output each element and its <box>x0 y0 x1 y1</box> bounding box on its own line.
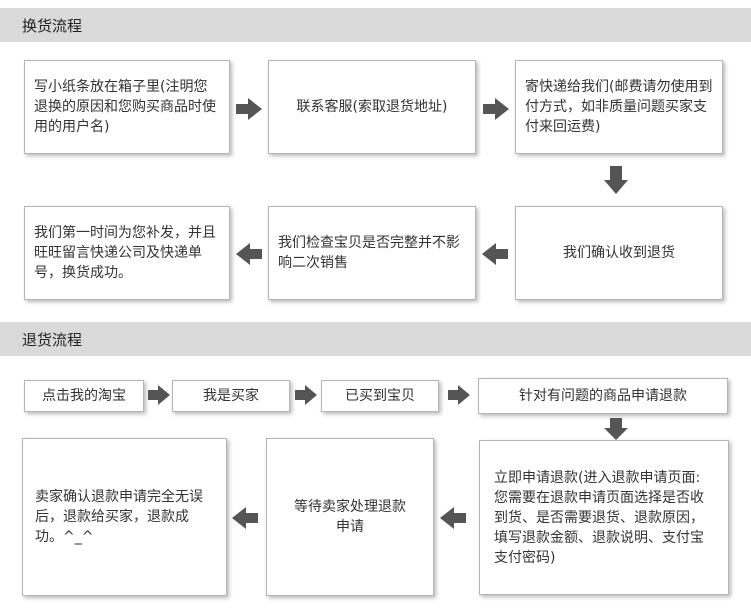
return-step-2: 我是买家 <box>172 380 290 412</box>
return-step-1: 点击我的淘宝 <box>24 380 144 412</box>
return-step-5: 立即申请退款(进入退款申请页面:您需要在退款申请页面选择是否收到货、是否需要退货… <box>479 440 729 595</box>
exchange-step-3: 寄快递给我们(邮费请勿使用到付方式，如非质量问题买家支付来回运费) <box>515 60 723 154</box>
return-section-title: 退货流程 <box>22 330 83 349</box>
arrow-right-icon <box>483 98 509 120</box>
return-section-header: 退货流程 <box>0 322 751 356</box>
arrow-left-icon <box>232 507 258 529</box>
return-step-6: 等待卖家处理退款申请 <box>266 438 434 596</box>
arrow-right-icon <box>236 98 262 120</box>
arrow-right-icon <box>448 385 470 405</box>
arrow-down-icon <box>604 166 628 194</box>
exchange-step-2: 联系客服(索取退货地址) <box>268 60 476 154</box>
arrow-left-icon <box>482 243 508 265</box>
exchange-step-4: 我们确认收到退货 <box>515 206 723 300</box>
arrow-right-icon <box>295 385 317 405</box>
return-step-3: 已买到宝贝 <box>321 380 439 412</box>
exchange-step-5: 我们检查宝贝是否完整并不影响二次销售 <box>268 206 476 300</box>
exchange-step-6: 我们第一时间为您补发，并且旺旺留言快递公司及快递单号，换货成功。 <box>24 206 230 300</box>
arrow-down-icon <box>604 418 628 440</box>
exchange-step-1: 写小纸条放在箱子里(注明您退换的原因和您购买商品时使用的用户名) <box>24 60 230 154</box>
exchange-section-header: 换货流程 <box>0 8 751 42</box>
arrow-left-icon <box>236 243 262 265</box>
exchange-section-title: 换货流程 <box>22 16 83 35</box>
arrow-right-icon <box>148 385 170 405</box>
return-step-7: 卖家确认退款申请完全无误后，退款给买家，退款成功。^_^ <box>22 438 227 596</box>
arrow-left-icon <box>440 507 466 529</box>
return-step-4: 针对有问题的商品申请退款 <box>478 378 728 414</box>
